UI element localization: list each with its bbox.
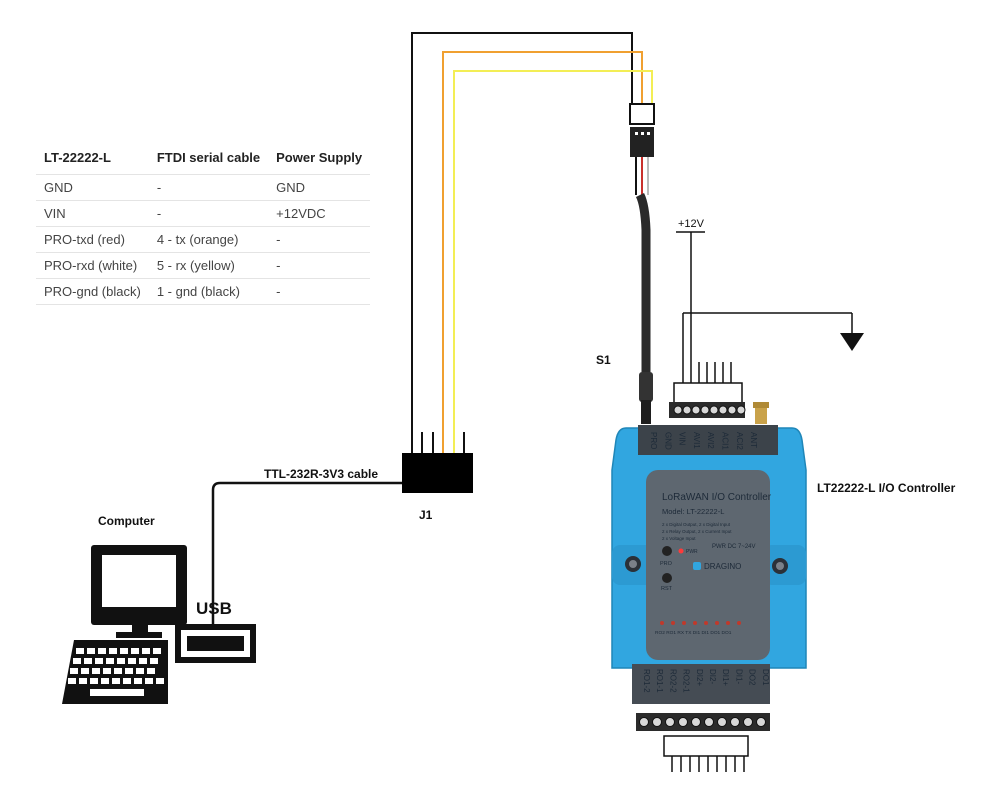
col-header-power: Power Supply [276, 149, 363, 165]
power-wiring [673, 231, 853, 406]
computer-icon [62, 545, 187, 704]
top-terminal-label: ACI2 [735, 432, 744, 450]
device-rst-label: RST [661, 586, 673, 592]
device-pro-label: PRO [660, 561, 673, 567]
j1-label: J1 [419, 508, 433, 522]
table-cell: - [148, 174, 269, 201]
s1-cable [635, 192, 653, 424]
table-cell: - [148, 200, 269, 227]
yellow-wire [453, 70, 653, 432]
bottom-terminal-label: RO1-1 [655, 669, 664, 693]
device-spec-line: 2 x Digital Output, 2 x Digital Input [662, 522, 731, 527]
device-led-labels: RO2 RO1 RX TX DI1 DI1 DO1 DO1 [655, 630, 732, 636]
table-cell: PRO-txd (red) [36, 226, 149, 253]
top-terminal-label: ACI1 [721, 432, 730, 450]
device-title: LoRaWAN I/O Controller [662, 492, 772, 503]
usb-port-icon [175, 624, 256, 663]
table-row: PRO-gnd (black) 1 - gnd (black) - [36, 278, 371, 305]
cable-label: TTL-232R-3V3 cable [264, 467, 379, 481]
device-pwr-spec: PWR DC 7~24V [712, 544, 756, 550]
bottom-terminal-label: DO1 [761, 669, 770, 686]
top-terminal-label: AVI2 [706, 432, 715, 449]
table-cell: - [268, 252, 371, 279]
table-cell: 1 - gnd (black) [148, 278, 269, 305]
device-pwr-led-label: PWR [686, 549, 698, 555]
black-wire [411, 32, 633, 432]
top-terminal-label: VIN [678, 432, 687, 446]
ground-icon [840, 333, 864, 351]
bottom-terminal-label: DO2 [748, 669, 757, 686]
bottom-terminal-label: RO2-2 [668, 669, 677, 693]
device-spec-line: 2 x Relay Output, 2 x Current Input [662, 529, 732, 534]
table-cell: - [268, 278, 371, 305]
table-cell: PRO-gnd (black) [36, 278, 149, 305]
bottom-terminal-label: DI1+ [721, 669, 730, 686]
table-cell: VIN [36, 200, 149, 227]
controller-label: LT22222-L I/O Controller [817, 481, 956, 495]
serial-wires [411, 32, 653, 432]
table-row: PRO-txd (red) 4 - tx (orange) - [36, 226, 371, 253]
lt22222-device [611, 425, 807, 704]
top-terminal-label: PRO [649, 432, 658, 449]
table-cell: +12VDC [268, 200, 371, 227]
antenna-connector [753, 402, 769, 424]
j1-connector [402, 432, 473, 493]
bottom-terminal-label: DI1- [734, 669, 743, 684]
table-row: GND - GND [36, 174, 371, 201]
power-label: +12V [678, 218, 704, 230]
top-terminal-block [669, 402, 746, 418]
table-cell: PRO-rxd (white) [36, 252, 149, 279]
table-row: PRO-rxd (white) 5 - rx (yellow) - [36, 252, 371, 279]
top-terminal-label: AVI1 [692, 432, 701, 449]
computer-label: Computer [98, 514, 155, 528]
col-header-ftdi: FTDI serial cable [156, 149, 261, 165]
device-model: Model: LT-22222-L [662, 507, 724, 516]
s1-label: S1 [596, 353, 611, 367]
device-brand: DRAGINO [704, 562, 741, 571]
table-cell: 5 - rx (yellow) [148, 252, 269, 279]
bottom-terminal-label: RO1-2 [642, 669, 651, 693]
bottom-terminal-label: RO2-1 [682, 669, 691, 693]
top-terminal-label: GND [663, 432, 672, 450]
ttl-cable [211, 481, 402, 630]
bottom-terminal-label: DI2+ [695, 669, 704, 686]
bottom-terminal-block [636, 713, 770, 772]
dupont-connector [629, 103, 655, 195]
table-cell: - [268, 226, 371, 253]
table-cell: GND [268, 174, 371, 201]
table-row: VIN - +12VDC [36, 200, 371, 227]
table-cell: GND [36, 174, 149, 201]
table-cell: 4 - tx (orange) [148, 226, 269, 253]
col-header-device: LT-22222-L [44, 149, 111, 165]
top-terminal-label: ANT [749, 432, 758, 448]
usb-label: USB [196, 599, 232, 618]
orange-wire [442, 51, 643, 432]
device-spec-line: 2 x Voltage Input [662, 536, 696, 541]
bottom-terminal-label: DI2- [708, 669, 717, 684]
pin-mapping-table: LT-22222-L FTDI serial cable Power Suppl… [36, 149, 371, 305]
